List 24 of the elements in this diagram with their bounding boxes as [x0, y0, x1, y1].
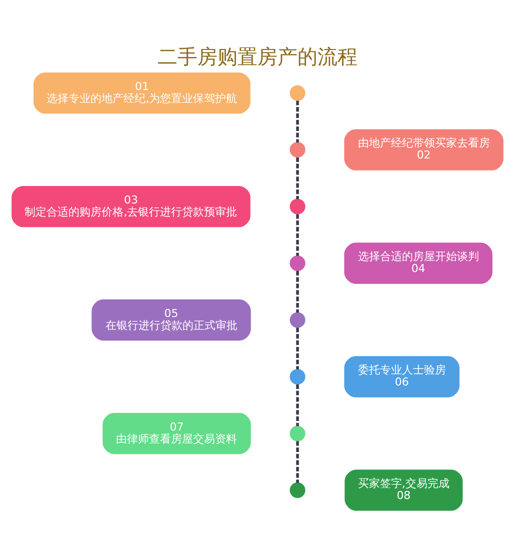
connector: [296, 157, 299, 200]
connector: [296, 441, 299, 483]
node-box: 07 由律师查看房屋交易资料: [102, 412, 251, 454]
node-box: 05 在银行进行贷款的正式审批: [92, 299, 251, 341]
node-box: 选择合适的房屋开始谈判 04: [344, 242, 492, 284]
node-circle: [290, 142, 306, 158]
connector: [296, 214, 299, 256]
node-circle: [290, 312, 306, 328]
node-circle: [290, 482, 306, 498]
node-box: 01 选择专业的地产经纪,为您置业保驾护航: [34, 72, 250, 114]
node-box: 委托专业人士验房 06: [344, 356, 460, 398]
node-circle: [290, 85, 306, 101]
connector: [296, 100, 299, 142]
node-box: 由地产经纪带领买家去看房 02: [344, 129, 504, 170]
node-circle: [290, 256, 306, 272]
connector: [296, 328, 299, 370]
diagram-title: 二手房购置房产的流程: [158, 44, 358, 68]
connector: [296, 270, 299, 313]
connector: [296, 384, 299, 426]
node-box: 03 制定合适的购房价格,去银行进行贷款预审批: [12, 186, 250, 228]
node-circle: [290, 368, 306, 385]
node-circle: [290, 426, 306, 442]
node-circle: [290, 198, 306, 214]
node-box: 买家签字,交易完成 08: [344, 470, 463, 511]
